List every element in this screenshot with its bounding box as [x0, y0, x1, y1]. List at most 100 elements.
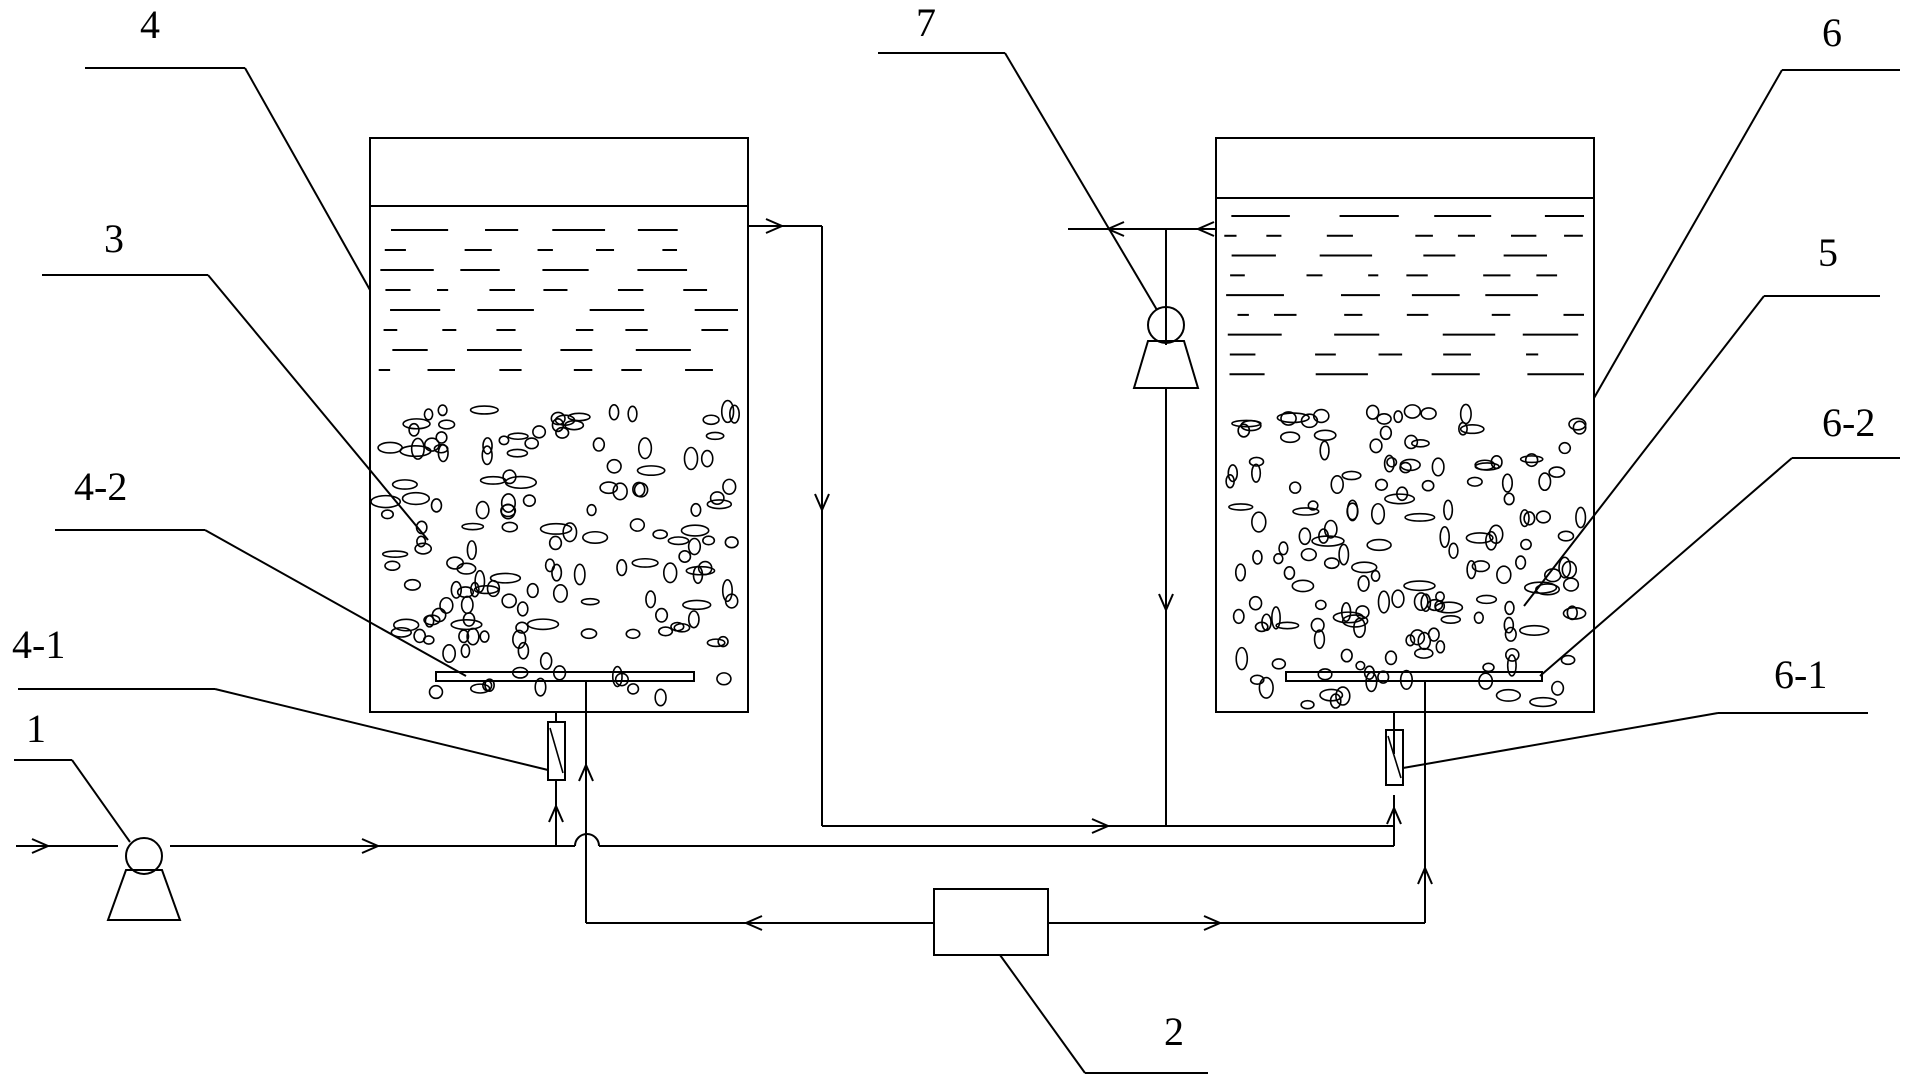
media-particle [1393, 410, 1404, 424]
media-particle [720, 399, 735, 424]
media-particle [1465, 532, 1494, 544]
media-particle [500, 503, 517, 518]
media-particle [599, 481, 619, 495]
media-particle [423, 437, 440, 452]
media-particle [442, 644, 457, 663]
media-particle [1300, 547, 1317, 562]
media-particle [637, 437, 653, 460]
media-particle [1471, 560, 1491, 573]
media-particle [469, 581, 480, 598]
media-particle [1413, 647, 1434, 659]
media-particle [1312, 408, 1330, 424]
media-particle [1459, 424, 1485, 435]
media-particle [1340, 648, 1353, 663]
media-particle [423, 408, 434, 421]
media-particle [1258, 676, 1274, 699]
media-particles-right [1225, 403, 1587, 710]
media-particle [586, 503, 597, 517]
media-particle [515, 621, 529, 634]
media-particle [504, 475, 538, 490]
media-particle [430, 498, 443, 513]
media-particle [1341, 470, 1362, 481]
media-particle [1313, 429, 1337, 441]
media-particle [716, 672, 732, 686]
media-particle [1248, 595, 1263, 611]
media-particle [1379, 425, 1393, 441]
media-particle [1551, 680, 1565, 696]
media-particle [611, 665, 623, 688]
media-particle [1346, 499, 1359, 522]
media-particle [1504, 600, 1515, 616]
media-particle [552, 584, 568, 603]
media-particle [1323, 519, 1338, 539]
media-particle [482, 437, 493, 455]
media-particle [1557, 530, 1575, 542]
media-particle [1399, 458, 1421, 472]
water-lines-right [1224, 215, 1584, 376]
media-particle [498, 435, 510, 446]
media-particle [1369, 438, 1383, 454]
flowmeter-icon [1385, 729, 1404, 786]
leader-lines [14, 52, 1900, 1074]
media-particle [633, 482, 649, 498]
media-particle [1575, 506, 1587, 529]
media-particle [1421, 479, 1435, 492]
media-particle [1495, 688, 1522, 702]
label-diffuser-left: 4-2 [74, 464, 127, 509]
media-particle [1391, 589, 1405, 609]
media-particle [392, 618, 420, 632]
media-particle [512, 629, 527, 649]
media-particle [469, 405, 499, 415]
media-particle [1506, 654, 1517, 677]
media-particle [413, 628, 427, 644]
controller-box [933, 888, 1049, 956]
media-particle [1562, 577, 1580, 592]
media-particle [627, 405, 638, 423]
media-particle [1351, 561, 1378, 574]
media-particle [1370, 502, 1386, 525]
media-particle [655, 607, 669, 623]
pump-icon [1132, 306, 1200, 389]
media-particle [1501, 473, 1514, 493]
media-particle [458, 629, 470, 644]
media-particle [408, 422, 420, 437]
media-particle [539, 652, 553, 670]
media-particle [1271, 606, 1281, 630]
media-particle [1474, 462, 1500, 471]
media-particle [717, 635, 729, 648]
media-particle [1384, 493, 1416, 505]
media-particle [1366, 538, 1392, 552]
media-particle [1273, 553, 1284, 565]
media-particle [1466, 560, 1477, 580]
media-particle [1251, 463, 1262, 483]
media-particle [652, 529, 669, 540]
media-particle [706, 638, 726, 648]
media-particle [1341, 614, 1369, 628]
media-particle [416, 535, 427, 548]
media-particle [1376, 413, 1392, 425]
media-particle [377, 441, 403, 454]
media-particle [462, 612, 476, 627]
media-particle [625, 628, 641, 640]
media-particle [474, 569, 486, 593]
media-particle [1249, 674, 1265, 686]
media-particle [1482, 662, 1495, 673]
media-particle [500, 493, 516, 513]
label-media-right: 5 [1818, 230, 1838, 275]
media-particle [670, 621, 685, 632]
media-particle [662, 562, 678, 584]
media-particle [632, 481, 646, 498]
media-particle [433, 443, 449, 454]
media-particle [475, 500, 490, 520]
media-particle [479, 475, 507, 485]
media-particle [1568, 417, 1587, 431]
water-lines-left [378, 229, 738, 371]
media-particle [1399, 461, 1412, 474]
flowmeter-icon [547, 721, 566, 781]
media-particle [1377, 590, 1391, 614]
pump-icon [106, 837, 182, 921]
media-particle [1503, 616, 1515, 634]
tank-right [1215, 137, 1595, 713]
media-particle [1384, 650, 1398, 666]
media-particle [580, 597, 600, 606]
